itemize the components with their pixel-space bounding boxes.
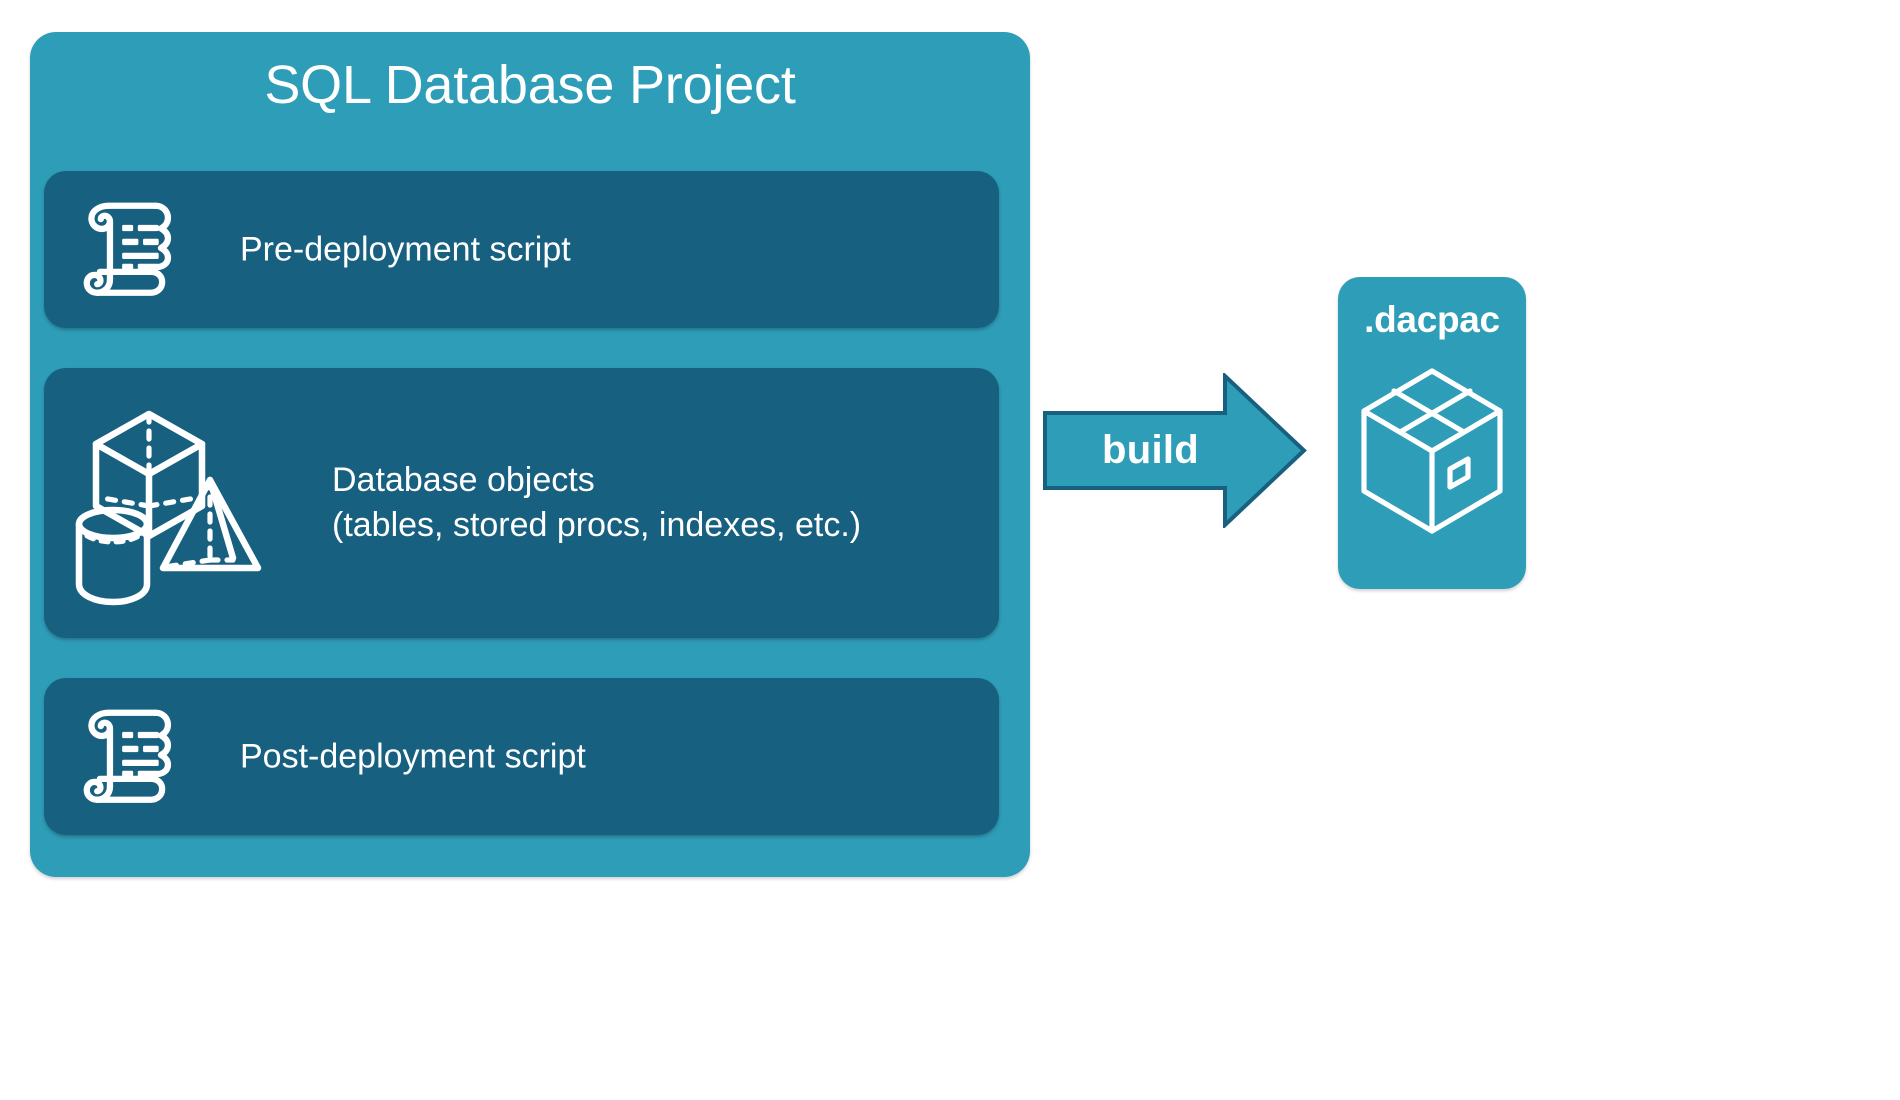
scroll-icon [74, 696, 190, 817]
row-label-post-deployment-script: Post-deployment script [240, 736, 586, 775]
dacpac-card: .dacpac [1338, 277, 1526, 589]
row-pre-deployment-script: Pre-deployment script [44, 171, 999, 328]
row-post-deployment-script: Post-deployment script [44, 678, 999, 835]
arrow-right-icon [1043, 371, 1307, 530]
scroll-icon [74, 189, 190, 310]
build-arrow: build [1042, 371, 1307, 530]
shapes-icon [62, 386, 312, 626]
dacpac-title: .dacpac [1364, 299, 1500, 340]
package-box-icon [1358, 365, 1506, 542]
row-label-pre-deployment-script: Pre-deployment script [240, 229, 571, 268]
project-title: SQL Database Project [264, 55, 796, 115]
row-database-objects: Database objects (tables, stored procs, … [44, 368, 999, 638]
sql-database-project-card: SQL Database Project [30, 32, 1030, 877]
row-label-database-objects: Database objects (tables, stored procs, … [332, 460, 862, 544]
